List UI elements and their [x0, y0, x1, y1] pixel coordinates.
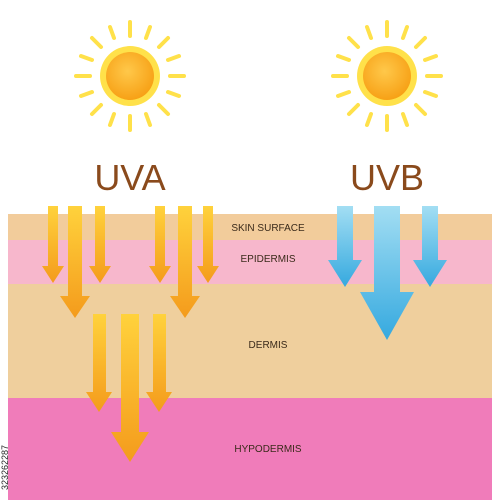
layer-epidermis [8, 240, 492, 284]
layer-label-epidermis: EPIDERMIS [240, 254, 295, 265]
sun-icon [331, 20, 443, 132]
uva-arrows [42, 206, 219, 462]
uvb-arrow [413, 206, 447, 287]
sun-icon [74, 20, 186, 132]
uva-arrow [60, 206, 90, 318]
uvb-arrow [328, 206, 362, 287]
uva-arrow [42, 206, 64, 283]
uva-arrow [89, 206, 111, 283]
uvb-label: UVB [350, 157, 424, 198]
layer-skin-surface [8, 214, 492, 240]
uva-arrow [111, 314, 149, 462]
uvb-arrows [328, 206, 447, 340]
stock-id: 323262287 [0, 445, 10, 490]
layer-label-hypodermis: HYPODERMIS [234, 444, 302, 455]
uvb-arrow [360, 206, 414, 340]
layer-label-dermis: DERMIS [249, 340, 288, 351]
uva-arrow [197, 206, 219, 283]
uva-label: UVA [94, 157, 165, 198]
uva-arrow [149, 206, 171, 283]
uva-arrow [170, 206, 200, 318]
layer-hypodermis [8, 398, 492, 500]
uva-arrow [146, 314, 172, 412]
layer-dermis [8, 284, 492, 398]
uva-arrow [86, 314, 112, 412]
layer-label-skin-surface: SKIN SURFACE [231, 223, 305, 234]
